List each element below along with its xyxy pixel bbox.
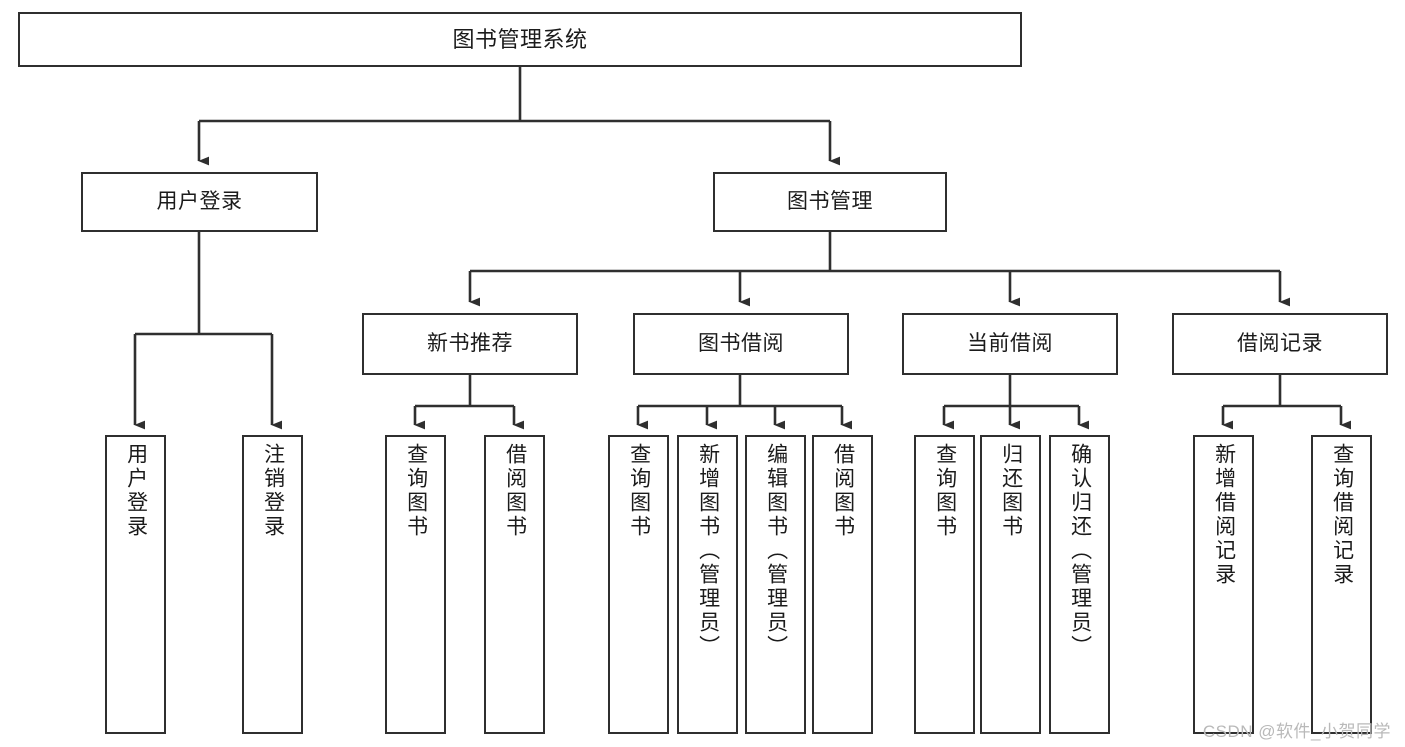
node-label: 查询图书: [627, 443, 651, 539]
node-leaf-borrow-book-1[interactable]: 借阅图书: [484, 435, 545, 734]
node-book-management[interactable]: 图书管理: [713, 172, 947, 232]
node-label: 新书推荐: [427, 331, 513, 355]
node-user-login[interactable]: 用户登录: [81, 172, 318, 232]
node-leaf-confirm-return[interactable]: 确认归还（管理员）: [1049, 435, 1110, 734]
node-label: 查询图书: [404, 443, 428, 539]
node-leaf-logout-login[interactable]: 注销登录: [242, 435, 303, 734]
node-label: 用户登录: [124, 443, 148, 539]
node-current-borrow[interactable]: 当前借阅: [902, 313, 1118, 375]
node-label: 注销登录: [261, 443, 285, 539]
node-label: 编辑图书（管理员）: [764, 443, 788, 659]
node-leaf-add-book[interactable]: 新增图书（管理员）: [677, 435, 738, 734]
node-label: 借阅记录: [1237, 331, 1323, 355]
node-label: 借阅图书: [831, 443, 855, 539]
node-label: 借阅图书: [503, 443, 527, 539]
node-book-borrow[interactable]: 图书借阅: [633, 313, 849, 375]
node-leaf-query-book-1[interactable]: 查询图书: [385, 435, 446, 734]
node-leaf-add-record[interactable]: 新增借阅记录: [1193, 435, 1254, 734]
node-label: 查询图书: [933, 443, 957, 539]
node-leaf-query-record[interactable]: 查询借阅记录: [1311, 435, 1372, 734]
node-label: 新增图书（管理员）: [696, 443, 720, 659]
node-leaf-edit-book[interactable]: 编辑图书（管理员）: [745, 435, 806, 734]
node-label: 查询借阅记录: [1330, 443, 1354, 587]
node-leaf-query-book-2[interactable]: 查询图书: [608, 435, 669, 734]
node-label: 图书管理: [787, 189, 873, 213]
node-label: 确认归还（管理员）: [1068, 443, 1092, 659]
node-label: 当前借阅: [967, 331, 1053, 355]
node-label: 归还图书: [999, 443, 1023, 539]
node-leaf-query-book-3[interactable]: 查询图书: [914, 435, 975, 734]
node-leaf-return-book[interactable]: 归还图书: [980, 435, 1041, 734]
node-leaf-user-login[interactable]: 用户登录: [105, 435, 166, 734]
node-new-book-recommend[interactable]: 新书推荐: [362, 313, 578, 375]
node-leaf-borrow-book-2[interactable]: 借阅图书: [812, 435, 873, 734]
node-root-system[interactable]: 图书管理系统: [18, 12, 1022, 67]
node-label: 图书管理系统: [452, 26, 588, 52]
node-label: 图书借阅: [698, 331, 784, 355]
node-label: 用户登录: [156, 189, 243, 213]
node-label: 新增借阅记录: [1212, 443, 1236, 587]
node-borrow-record[interactable]: 借阅记录: [1172, 313, 1388, 375]
